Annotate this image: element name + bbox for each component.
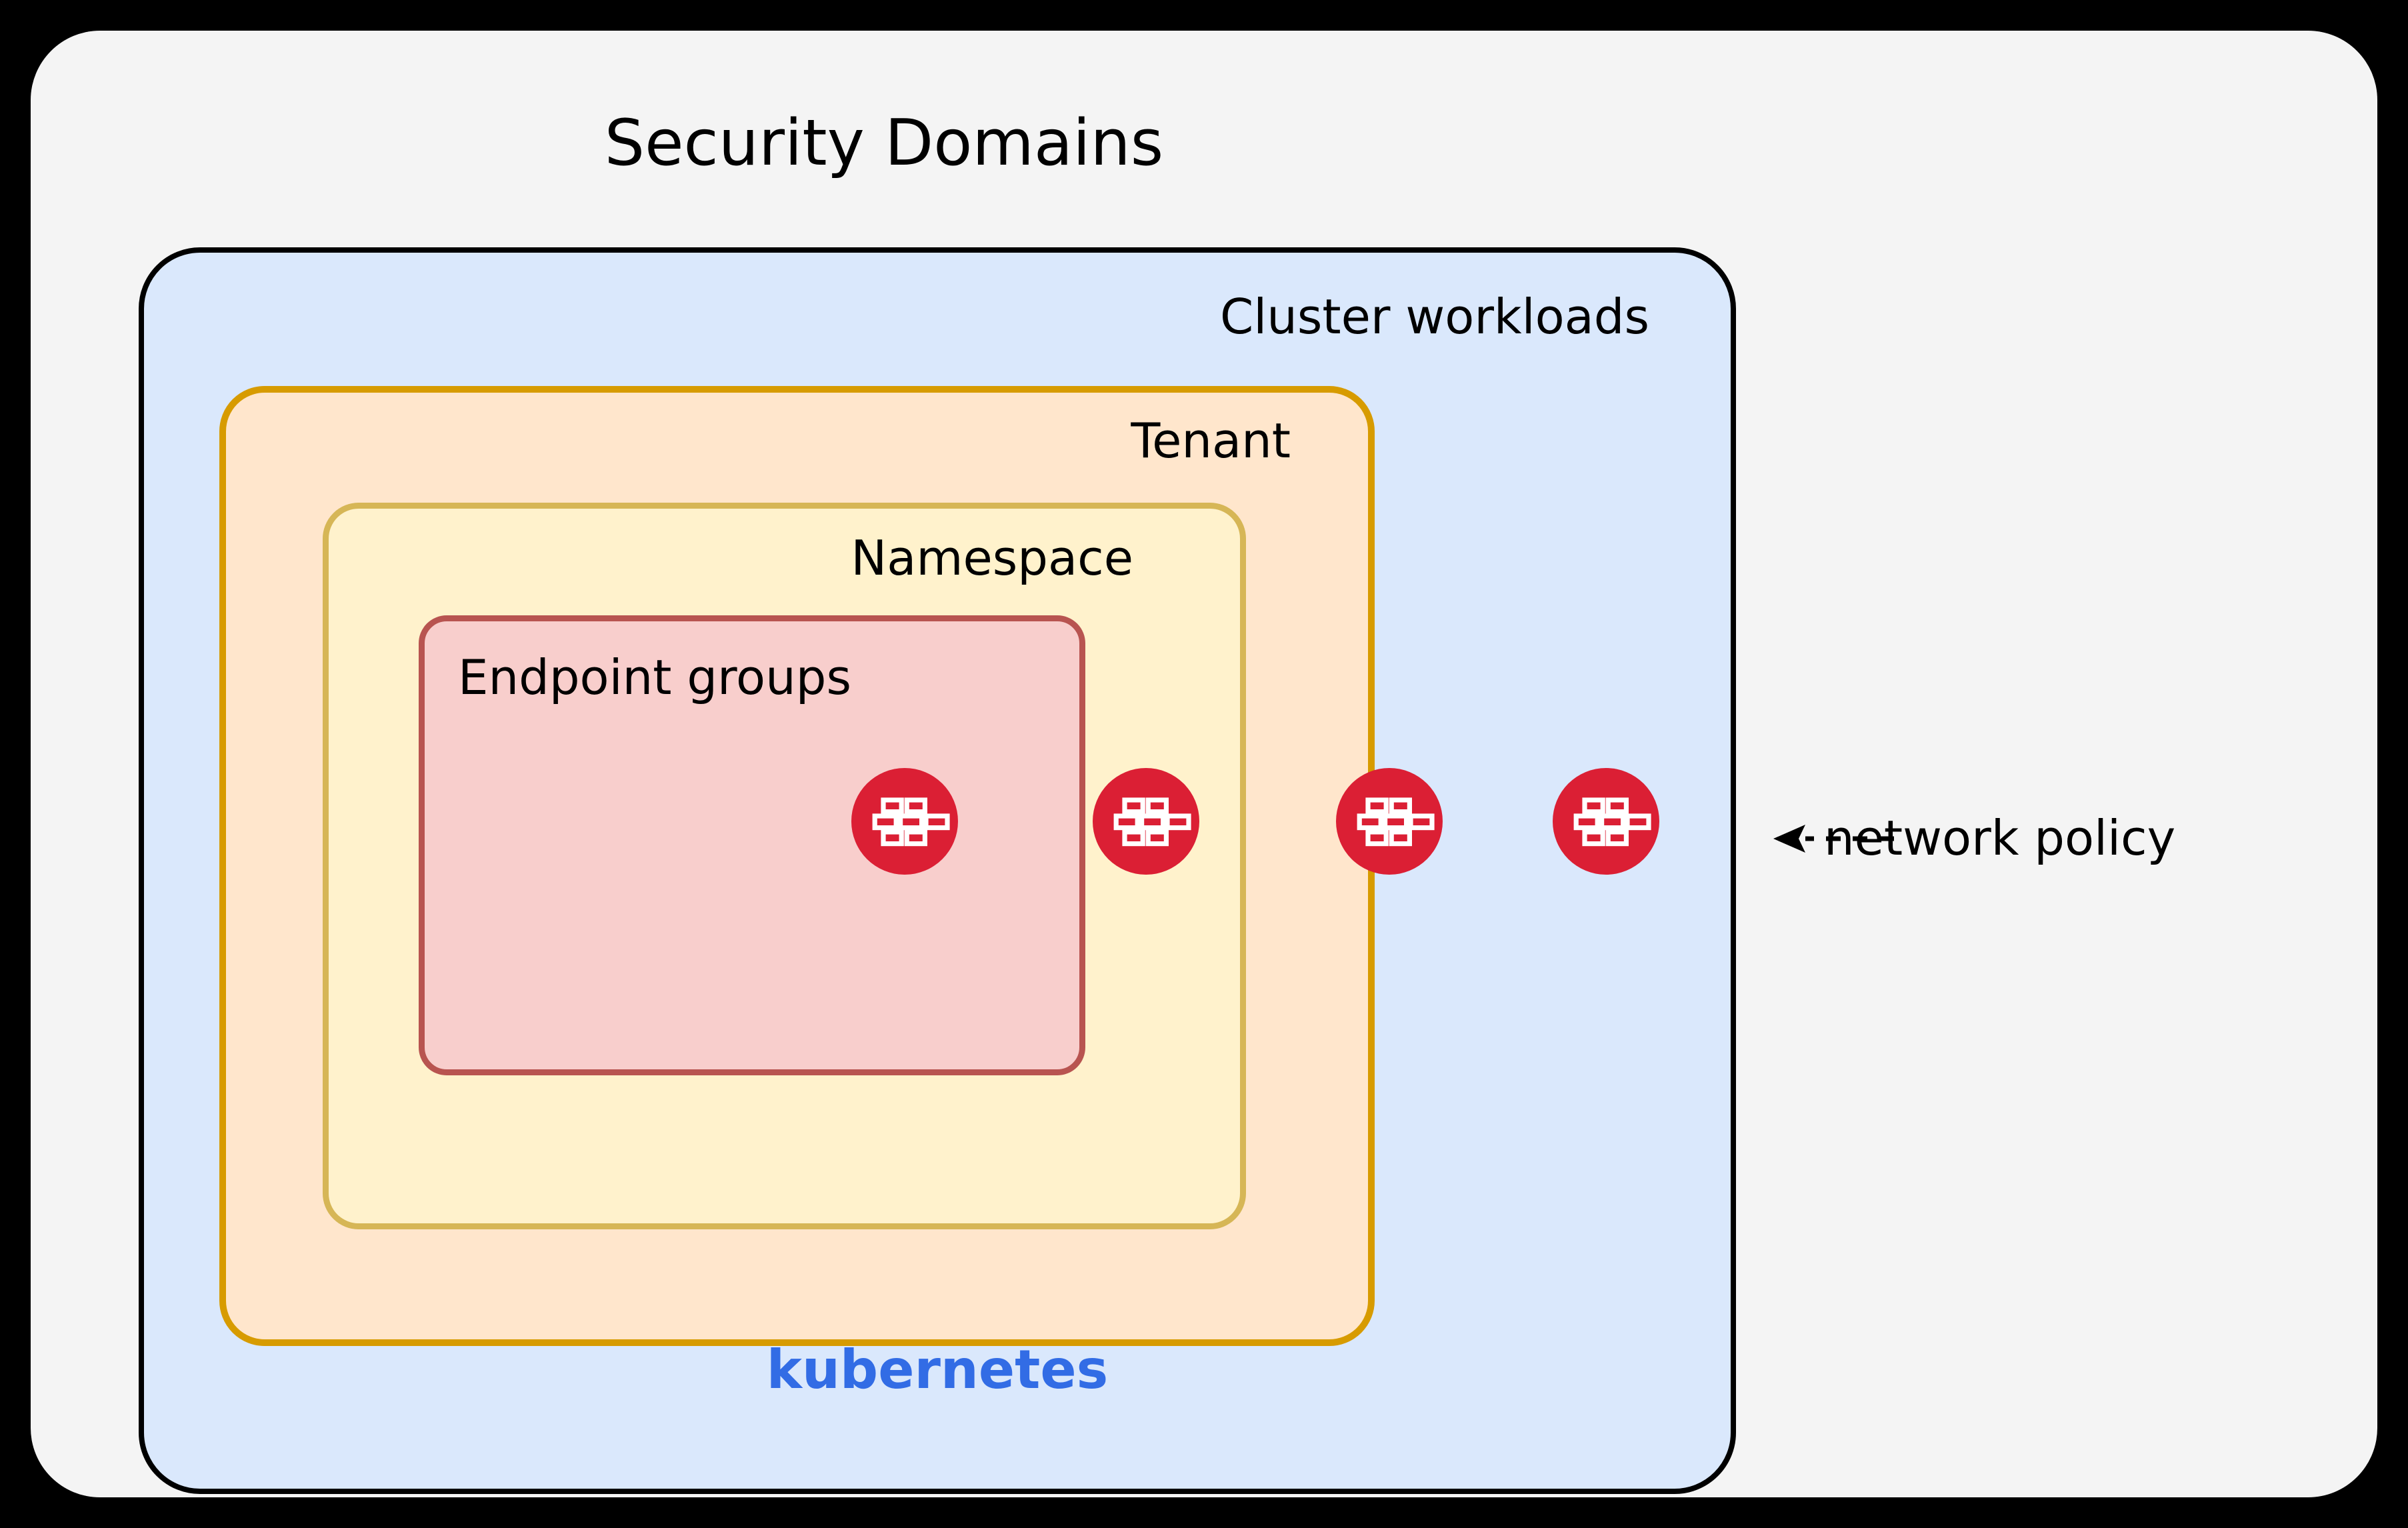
domain-box-namespace[interactable]: Namespace Endpoint groups (323, 503, 1246, 1229)
kubernetes-wordmark: kubernetes (766, 1339, 1109, 1401)
domain-label-namespace: Namespace (851, 530, 1133, 586)
firewall-brick-wall-icon[interactable] (851, 768, 958, 875)
domain-label-cluster-workloads: Cluster workloads (1219, 289, 1649, 345)
firewall-brick-wall-icon[interactable] (1336, 768, 1443, 875)
page-title: Security Domains (604, 107, 1164, 180)
network-policy-label: network policy (1824, 810, 2176, 866)
firewall-brick-wall-icon[interactable] (1553, 768, 1659, 875)
domain-label-endpoint-groups: Endpoint groups (458, 649, 851, 705)
domain-box-endpoint-groups[interactable]: Endpoint groups (419, 615, 1085, 1075)
security-domains-panel: Security Domains Cluster workloads Tenan… (31, 31, 2377, 1497)
domain-box-cluster-workloads[interactable]: Cluster workloads Tenant Namespace Endpo… (139, 247, 1736, 1494)
firewall-brick-wall-icon[interactable] (1093, 768, 1199, 875)
network-policy-arrow-icon (1773, 825, 1894, 853)
domain-label-tenant: Tenant (1131, 413, 1291, 469)
domain-box-tenant[interactable]: Tenant Namespace Endpoint groups (219, 386, 1375, 1346)
